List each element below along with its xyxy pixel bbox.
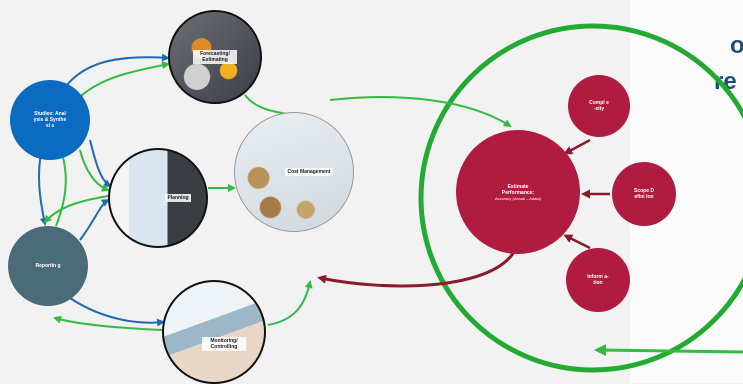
node-estimate-performance[interactable]: Estimate Performance: Accuracy (Actual –… bbox=[456, 130, 580, 254]
arrow-reporting-monitoring-blue bbox=[69, 297, 165, 327]
arrow-complexity-estimate bbox=[563, 138, 591, 155]
arrow-monitoring-cost bbox=[267, 280, 313, 326]
arrow-reporting-studies-green bbox=[55, 146, 67, 227]
arrow-studies-planning-green bbox=[79, 149, 110, 192]
photo-planning-label: Planning bbox=[165, 194, 191, 202]
arrow-planning-reporting-green bbox=[43, 195, 109, 224]
node-information-label: Inform a-tion bbox=[587, 274, 609, 286]
arrow-bottom-return bbox=[594, 344, 743, 357]
node-complexity-label: Compl e-xity bbox=[589, 100, 609, 112]
node-reporting-label: Reportin g bbox=[35, 263, 61, 269]
arrow-monitoring-reporting-green bbox=[53, 315, 164, 331]
photo-monitoring-label: Monitoring/ Controlling bbox=[202, 337, 246, 351]
node-studies-label: Studies: Analysis & Synthesi s bbox=[33, 111, 67, 129]
arrow-cost-estimate bbox=[329, 96, 512, 128]
big-green-ring bbox=[418, 23, 743, 373]
node-estimate-label: Estimate Performance: bbox=[501, 183, 535, 196]
photo-forecasting-label: Forecasting/ Estimating bbox=[193, 50, 237, 64]
node-estimate-sub: Accuracy (Actual – Adata) bbox=[494, 195, 542, 201]
node-scope-label: Scope Defini ion bbox=[634, 188, 655, 200]
arrow-information-estimate bbox=[563, 234, 591, 250]
photo-planning[interactable]: Planning bbox=[108, 148, 208, 248]
photo-cost-management[interactable]: Cost Management bbox=[234, 112, 354, 232]
title-line-2: re bbox=[714, 68, 737, 95]
node-information[interactable]: Inform a-tion bbox=[566, 248, 630, 312]
node-scope-definition[interactable]: Scope Defini ion bbox=[612, 162, 676, 226]
photo-forecasting[interactable]: Forecasting/ Estimating bbox=[168, 10, 262, 104]
arrow-studies-planning-blue bbox=[89, 139, 112, 188]
title-line-1: o bbox=[730, 32, 743, 59]
photo-monitoring[interactable]: Monitoring/ Controlling bbox=[162, 280, 266, 384]
arrow-estimate-cost bbox=[317, 251, 516, 288]
arrow-reporting-planning-blue bbox=[79, 198, 110, 241]
photo-cost-management-label: Cost Management bbox=[285, 168, 333, 176]
node-complexity[interactable]: Compl e-xity bbox=[568, 75, 630, 137]
node-reporting[interactable]: Reportin g bbox=[8, 226, 88, 306]
node-studies[interactable]: Studies: Analysis & Synthesi s bbox=[10, 80, 90, 160]
